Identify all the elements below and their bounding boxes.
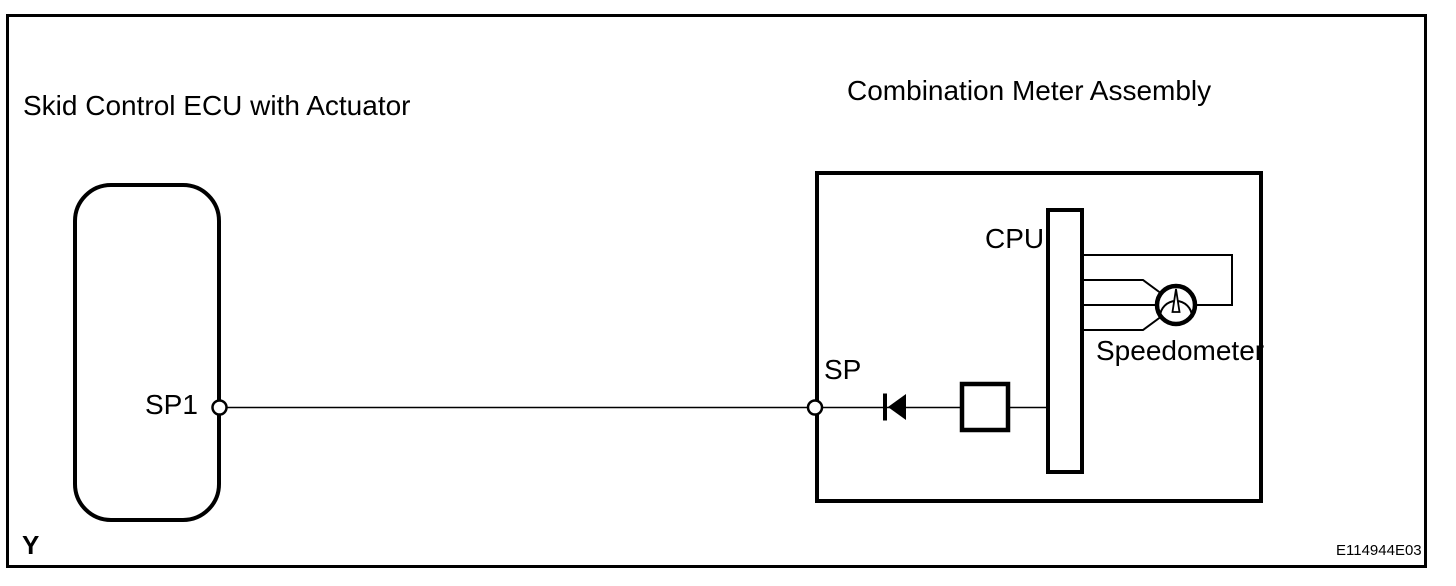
buffer-box bbox=[959, 381, 1011, 433]
corner-mark: Y bbox=[22, 530, 40, 560]
cpu-speedometer-wire-2 bbox=[1084, 279, 1163, 295]
diagram-frame bbox=[6, 14, 1427, 568]
speedometer-label: Speedometer bbox=[1096, 335, 1265, 366]
ecu-box bbox=[73, 183, 221, 522]
combination-meter-title: Combination Meter Assembly bbox=[847, 75, 1212, 106]
terminal-sp1-label: SP1 bbox=[145, 389, 198, 420]
terminal-sp1 bbox=[211, 399, 228, 416]
speedometer-needle-icon bbox=[1171, 288, 1181, 313]
terminal-sp bbox=[806, 399, 824, 416]
diode-icon bbox=[888, 394, 906, 420]
combination-meter-box bbox=[815, 171, 1263, 503]
cpu-label: CPU bbox=[985, 223, 1045, 254]
figure-code: E114944E03 bbox=[1336, 542, 1422, 559]
cpu-box bbox=[1046, 208, 1084, 474]
terminal-sp-label: SP bbox=[824, 354, 862, 385]
ecu-title: Skid Control ECU with Actuator bbox=[23, 90, 411, 121]
cpu-speedometer-wire-4 bbox=[1084, 315, 1163, 331]
cpu-speedometer-wire-1 bbox=[1084, 254, 1233, 306]
